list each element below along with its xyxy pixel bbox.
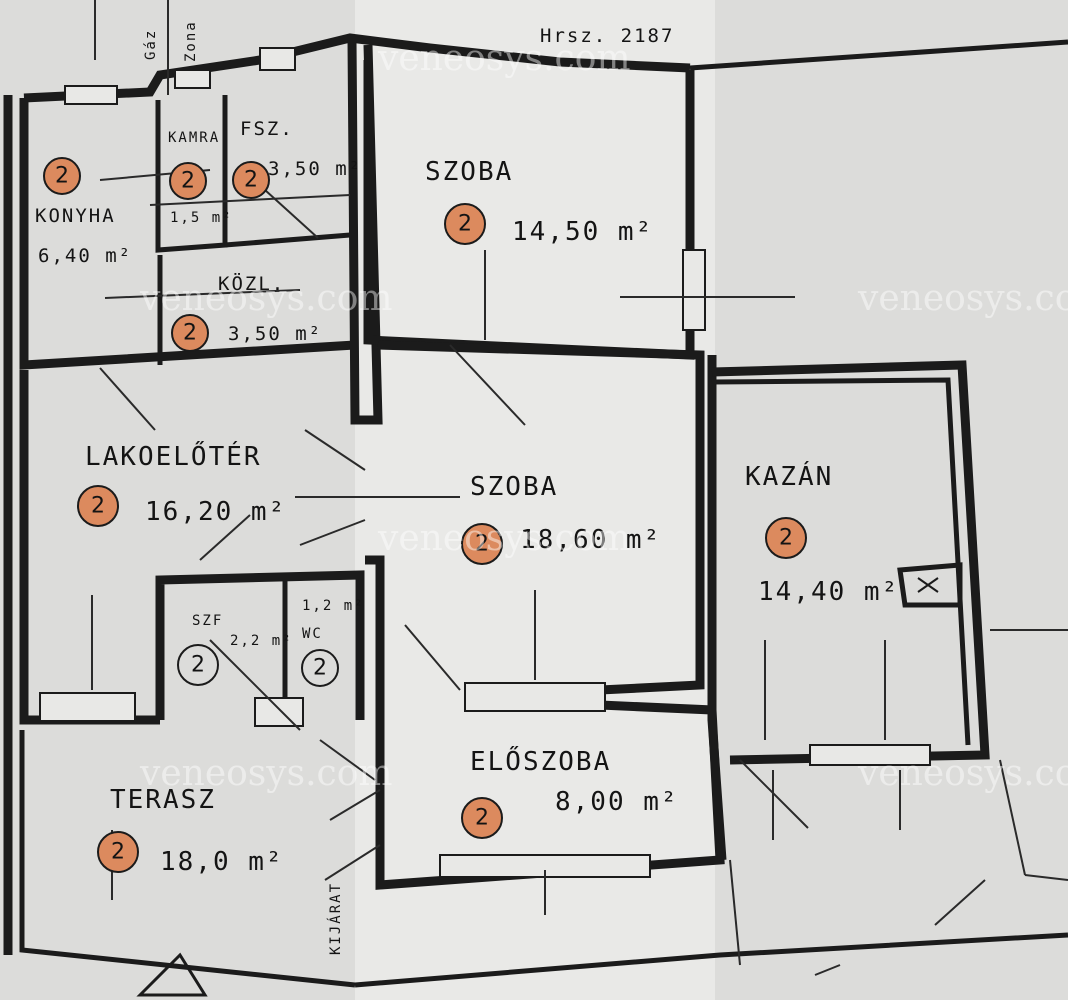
szf-name: SZF xyxy=(192,613,223,629)
lakoeloter-area: 16,20 m² xyxy=(145,497,286,527)
bottom-line xyxy=(354,932,1068,988)
fsz-name: FSZ. xyxy=(240,118,294,140)
zona-note: Zona xyxy=(183,20,199,62)
szoba2-walls xyxy=(377,340,705,695)
watermarks: veneosys.com veneosys.com veneosys.com v… xyxy=(139,38,1068,794)
watermark-left: veneosys.com xyxy=(139,278,393,319)
badge-szoba2: 2 xyxy=(461,523,503,565)
watermark-center: veneosys.com xyxy=(377,518,631,559)
badge-lakoeloter: 2 xyxy=(77,485,119,527)
paper-fold xyxy=(355,0,715,1000)
chimney-cross-icon xyxy=(917,577,939,593)
konyha-area: 6,40 m² xyxy=(38,245,132,267)
hall-left-wall xyxy=(365,555,385,740)
kozl-name: KÖZL. xyxy=(218,272,285,295)
svg-text:2: 2 xyxy=(183,321,197,346)
window-kazan xyxy=(809,744,931,766)
site-boundary xyxy=(689,39,1068,71)
window-konyha xyxy=(64,85,118,105)
badge-fsz: 2 xyxy=(232,161,270,199)
window-fsz xyxy=(259,47,296,71)
svg-text:2: 2 xyxy=(111,840,125,865)
szoba2-name: SZOBA xyxy=(470,472,558,502)
kamra-name: KAMRA xyxy=(168,130,220,146)
kazan-inner-walls xyxy=(711,377,971,746)
kamra-area: 1,5 m² xyxy=(170,210,233,226)
fsz-area: 3,50 m² xyxy=(268,158,362,180)
door-bath xyxy=(254,697,304,727)
svg-text:2: 2 xyxy=(181,169,195,194)
watermark-top: veneosys.com xyxy=(377,38,631,79)
badge-wc: 2 xyxy=(301,649,339,687)
szf-area: 2,2 m² xyxy=(230,633,293,649)
chimney xyxy=(897,562,963,608)
kozl-area: 3,50 m² xyxy=(228,323,322,345)
svg-text:2: 2 xyxy=(244,168,258,193)
gaz-note: Gáz xyxy=(143,29,159,60)
szoba1-area: 14,50 m² xyxy=(512,217,653,247)
watermark-right: veneosys.com xyxy=(857,278,1068,319)
badge-terasz: 2 xyxy=(97,831,139,873)
svg-text:2: 2 xyxy=(191,653,205,678)
szoba1-name: SZOBA xyxy=(425,157,513,187)
bath-block-walls xyxy=(155,570,365,720)
window-terasz xyxy=(39,692,136,722)
badges: 2 2 2 2 2 2 2 2 2 2 2 2 xyxy=(43,157,807,873)
szoba2-area: 18,60 m² xyxy=(520,525,661,555)
wc-name: WC xyxy=(302,626,323,642)
terasz-area: 18,0 m² xyxy=(160,847,284,877)
konyha-name: KONYHA xyxy=(35,205,116,227)
kitchen-block-wall xyxy=(19,98,356,370)
watermark-bottom-right: veneosys.com xyxy=(857,753,1068,794)
window-kamra xyxy=(174,69,211,89)
room-labels: KONYHA 6,40 m² KAMRA 1,5 m² FSZ. 3,50 m²… xyxy=(35,118,899,877)
kijarat-note: KIJÁRAT xyxy=(327,882,344,955)
top-wall xyxy=(23,33,691,103)
badge-eloszoba: 2 xyxy=(461,797,503,839)
svg-text:2: 2 xyxy=(91,494,105,519)
fsz-bottom-wall xyxy=(224,232,351,248)
svg-text:2: 2 xyxy=(313,656,327,681)
kazan-left-wall xyxy=(707,355,727,861)
lakoeloter-name: LAKOELŐTÉR xyxy=(85,440,262,472)
lot-number: Hrsz. 2187 xyxy=(540,25,674,47)
badge-kozl: 2 xyxy=(171,314,209,352)
center-column-wall xyxy=(347,39,383,425)
svg-text:2: 2 xyxy=(475,532,489,557)
walls xyxy=(3,33,1068,988)
badge-szf: 2 xyxy=(177,644,219,686)
wc-area: 1,2 m² xyxy=(302,598,365,614)
svg-text:2: 2 xyxy=(458,212,472,237)
eloszoba-name: ELŐSZOBA xyxy=(470,745,611,777)
orientation-triangle xyxy=(136,952,208,997)
svg-text:2: 2 xyxy=(475,806,489,831)
badge-szoba1: 2 xyxy=(444,203,486,245)
badge-kamra: 2 xyxy=(169,162,207,200)
windows xyxy=(39,47,931,878)
eloszoba-area: 8,00 m² xyxy=(555,787,679,817)
kazan-walls xyxy=(711,360,990,765)
badge-kazan: 2 xyxy=(765,517,807,559)
watermark-bottom-left: veneosys.com xyxy=(139,753,393,794)
svg-text:2: 2 xyxy=(779,526,793,551)
terasz-name: TERASZ xyxy=(110,785,216,815)
kazan-name: KAZÁN xyxy=(745,460,833,492)
terasz-outline xyxy=(19,730,356,988)
kazan-area: 14,40 m² xyxy=(758,577,899,607)
svg-text:2: 2 xyxy=(55,164,69,189)
window-szoba1 xyxy=(682,249,706,331)
window-szoba2 xyxy=(464,682,606,712)
badge-konyha: 2 xyxy=(43,157,81,195)
